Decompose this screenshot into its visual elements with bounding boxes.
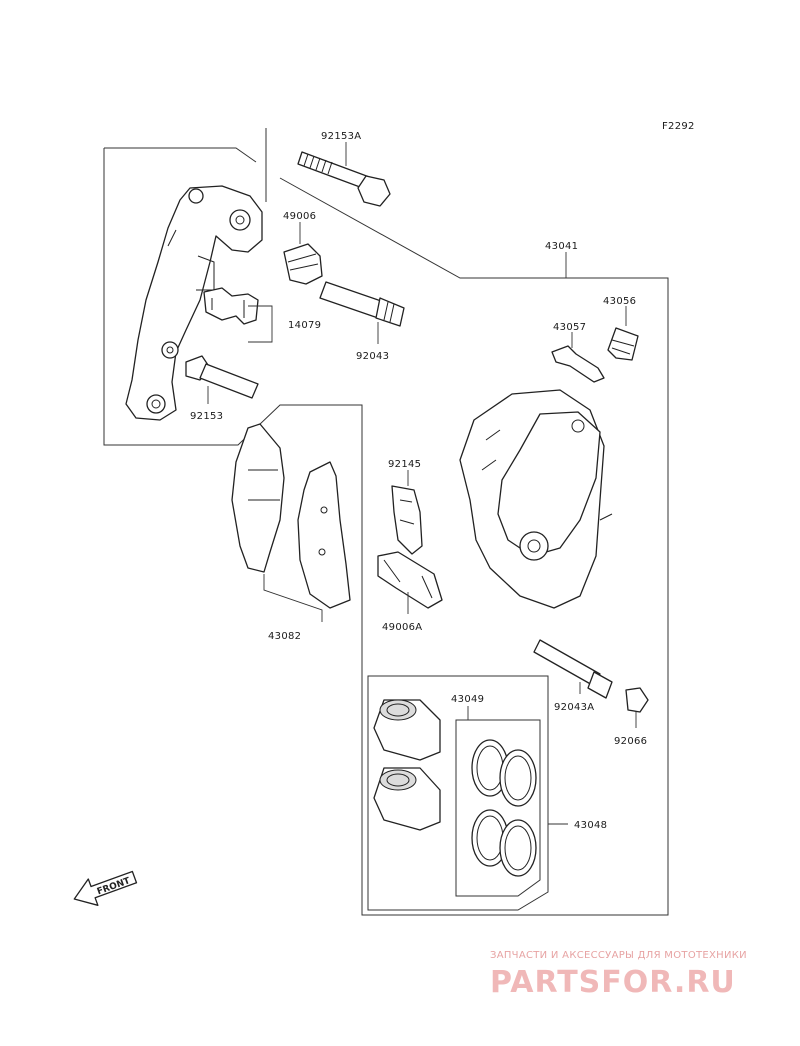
pad-spring-14079 (203, 287, 259, 325)
label-49006a: 49006A (382, 622, 422, 633)
label-43048: 43048 (574, 820, 607, 831)
boot-49006 (283, 243, 323, 285)
caliper-body-43041 (459, 389, 613, 609)
diagram-code: F2292 (662, 121, 695, 132)
front-arrow-icon: FRONT (73, 870, 138, 906)
cap-92066 (625, 687, 649, 713)
watermark-brand: PARTSFOR.RU (490, 965, 736, 1000)
label-43049: 43049 (451, 694, 484, 705)
pistons-43048 (373, 699, 441, 831)
bracket-frame (103, 128, 669, 916)
seal-rings-43049 (471, 739, 537, 877)
watermark-tagline: ЗАПЧАСТИ И АКСЕССУАРЫ ДЛЯ МОТОТЕХНИКИ (490, 950, 747, 961)
bleeder-valve-43056 (607, 327, 639, 361)
label-92145: 92145 (388, 459, 421, 470)
seal-kit-frame (455, 719, 541, 897)
label-43041: 43041 (545, 241, 578, 252)
label-43056: 43056 (603, 296, 636, 307)
bolt-92153a (297, 151, 391, 207)
label-92153a: 92153A (321, 131, 361, 142)
label-49006: 49006 (283, 211, 316, 222)
piston-kit-frame (367, 675, 549, 911)
label-14079: 14079 (288, 320, 321, 331)
label-43082: 43082 (268, 631, 301, 642)
pin-92043a (533, 639, 613, 699)
label-92153: 92153 (190, 411, 223, 422)
pad-retainer-92145 (391, 485, 423, 555)
brake-pads-43082 (231, 423, 351, 609)
label-92043: 92043 (356, 351, 389, 362)
bleeder-cap-43057 (551, 345, 605, 383)
label-92066: 92066 (614, 736, 647, 747)
label-43057: 43057 (553, 322, 586, 333)
bolt-92153 (185, 355, 259, 399)
boot-49006a (377, 551, 443, 609)
caliper-bracket (125, 185, 263, 421)
pin-92043 (319, 281, 405, 327)
label-92043a: 92043A (554, 702, 594, 713)
